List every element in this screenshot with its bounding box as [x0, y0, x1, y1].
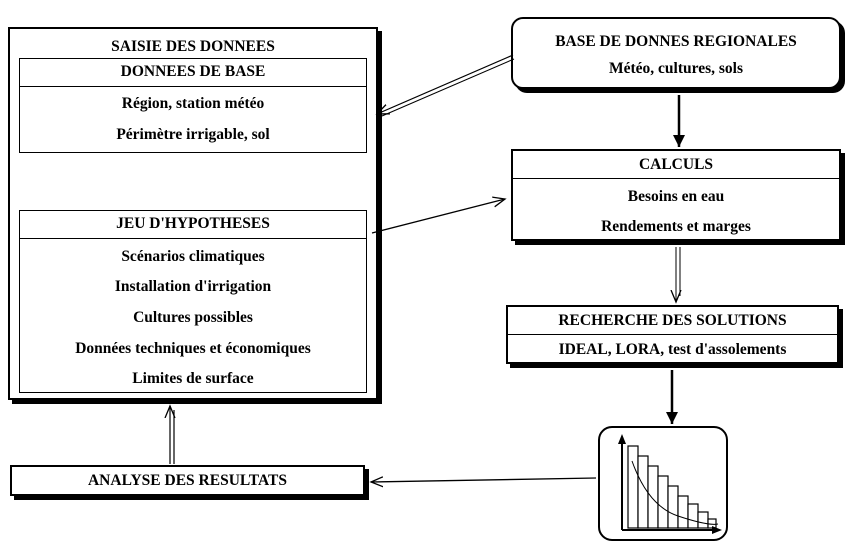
jeu-hypotheses-box: JEU D'HYPOTHESES Scénarios climatiques I… [19, 210, 367, 393]
donnees-de-base-header: DONNEES DE BASE [20, 59, 366, 87]
calculs-box: CALCULS Besoins en eau Rendements et mar… [511, 149, 841, 241]
saisie-des-donnees-box: SAISIE DES DONNEES DONNEES DE BASE Régio… [8, 27, 378, 400]
base-item-perimetre: Périmètre irrigable, sol [116, 126, 270, 143]
jeu-hypotheses-title: JEU D'HYPOTHESES [116, 215, 270, 232]
calculs-item-rendements: Rendements et marges [601, 218, 751, 235]
donnees-de-base-title: DONNEES DE BASE [120, 63, 266, 80]
jeu-hypotheses-header: JEU D'HYPOTHESES [20, 211, 366, 239]
hyp-item-scenarios: Scénarios climatiques [121, 248, 265, 265]
recherche-subtitle: IDEAL, LORA, test d'assolements [558, 341, 787, 358]
hyp-item-cultures: Cultures possibles [133, 309, 253, 326]
analyse-title: ANALYSE DES RESULTATS [87, 472, 287, 489]
donnees-de-base-box: DONNEES DE BASE Région, station météo Pé… [19, 58, 367, 153]
results-chart-box [598, 426, 728, 541]
base-item-region: Région, station météo [121, 95, 265, 112]
hyp-item-donnees: Données techniques et économiques [75, 340, 311, 357]
arrow-chart-to-analyse [371, 478, 597, 482]
saisie-title: SAISIE DES DONNEES [111, 38, 275, 55]
arrow-base-to-donnees [377, 54, 514, 114]
calculs-header: CALCULS [513, 151, 839, 179]
calculs-item-besoins: Besoins en eau [627, 188, 725, 205]
base-regionale-box: BASE DE DONNES REGIONALES Météo, culture… [511, 17, 841, 89]
base-regionale-subtitle: Météo, cultures, sols [608, 60, 744, 77]
hyp-item-limites: Limites de surface [132, 370, 254, 387]
hyp-item-installation: Installation d'irrigation [114, 278, 272, 295]
analyse-box: ANALYSE DES RESULTATS [10, 465, 365, 496]
calculs-title: CALCULS [638, 156, 714, 173]
arrow-hypotheses-to-calculs [371, 199, 505, 234]
base-regionale-title: BASE DE DONNES REGIONALES [555, 33, 797, 50]
bar-chart-with-curve-icon [618, 434, 722, 534]
recherche-header: RECHERCHE DES SOLUTIONS [508, 307, 837, 335]
recherche-box: RECHERCHE DES SOLUTIONS IDEAL, LORA, tes… [506, 305, 839, 364]
recherche-title: RECHERCHE DES SOLUTIONS [558, 312, 787, 329]
